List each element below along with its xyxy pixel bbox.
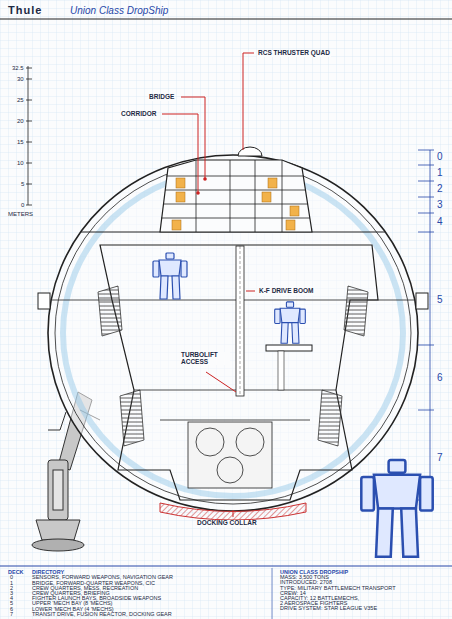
callout-label: RCS THRUSTER QUAD	[257, 50, 331, 57]
callout-label: DOCKING COLLAR	[196, 520, 258, 527]
callout-label: K-F DRIVE BOOM	[258, 288, 315, 295]
scale-number: 30	[17, 76, 24, 82]
scale-unit: METERS	[8, 211, 33, 217]
table-cell: INTRODUCED: 2708	[280, 580, 332, 586]
callout-label: CORRIDOR	[120, 111, 157, 118]
table-cell: 5	[10, 601, 13, 607]
scale-number: 10	[17, 160, 24, 166]
table-cell: UPPER 'MECH BAY (8 'MECHS)	[32, 601, 112, 607]
scale-number: 25	[17, 97, 24, 103]
deck-number: 4	[437, 217, 443, 227]
subtitle: Union Class DropShip	[70, 6, 168, 16]
scale-number: 0	[21, 202, 24, 208]
table-cell: DRIVE SYSTEM: STAR LEAGUE V35E	[280, 606, 377, 612]
callout-label: TURBOLIFT ACCESS	[180, 352, 230, 365]
table-cell: 0	[10, 575, 13, 581]
scale-number: 15	[17, 139, 24, 145]
scale-number: 20	[17, 118, 24, 124]
callout-label: BRIDGE	[148, 94, 175, 101]
table-cell: 7	[10, 612, 13, 618]
deck-number: 3	[437, 200, 443, 210]
deck-number: 2	[437, 184, 443, 194]
deck-number: 0	[437, 152, 443, 162]
table-cell: TRANSIT DRIVE, FUSION REACTOR, DOCKING G…	[32, 612, 172, 618]
deck-number: 5	[437, 295, 443, 305]
scale-number: 32.5	[12, 65, 24, 71]
title: Thule	[8, 5, 42, 16]
deck-number: 1	[437, 168, 443, 178]
deck-number: 7	[437, 453, 443, 463]
table-cell: SENSORS, FORWARD WEAPONS, NAVIGATION GEA…	[32, 575, 173, 581]
scale-number: 5	[21, 181, 24, 187]
deck-number: 6	[437, 373, 443, 383]
